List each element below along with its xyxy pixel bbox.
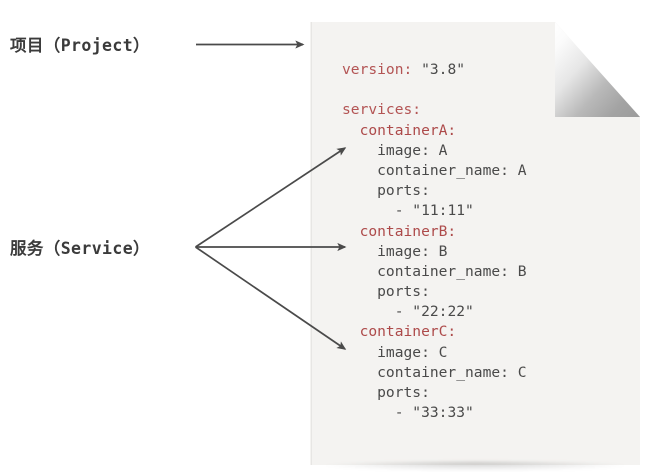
yaml-document: version: "3.8" services: containerA: ima… [310,22,640,471]
yaml-key: container_name: [342,363,509,381]
yaml-key: ports: [342,283,430,301]
yaml-line: container_name: C [342,363,527,383]
label-service: 服务（Service） [10,239,150,258]
yaml-line [342,80,527,100]
folded-corner-icon [555,22,640,117]
yaml-key: ports: [342,182,430,200]
yaml-line: - "33:33" [342,403,527,423]
yaml-line: - "11:11" [342,201,527,221]
yaml-code-block: version: "3.8" services: containerA: ima… [342,60,527,423]
yaml-line: ports: [342,181,527,201]
label-project: 项目（Project） [10,36,150,55]
yaml-value: "3.8" [412,61,466,78]
yaml-value: C [429,343,448,361]
yaml-value: C [508,363,527,381]
yaml-value: "33:33" [403,404,474,422]
yaml-key: - [342,303,404,321]
yaml-key: container_name: [342,262,509,280]
yaml-line: containerA: [342,121,527,141]
yaml-key: image: [342,141,430,159]
yaml-key: - [342,202,404,220]
yaml-key: version: [342,61,413,78]
yaml-line: ports: [342,383,527,403]
yaml-line: services: [342,100,527,120]
yaml-line: containerB: [342,222,527,242]
yaml-value: A [429,141,448,159]
yaml-key: container_name: [342,161,509,179]
yaml-line: image: C [342,343,527,363]
yaml-line: container_name: B [342,262,527,282]
yaml-value: A [508,161,527,179]
yaml-service-name: containerB: [342,222,457,240]
yaml-key: services: [342,101,422,119]
yaml-service-name: containerC: [342,323,457,341]
yaml-line: - "22:22" [342,302,527,322]
yaml-key: image: [342,242,430,260]
yaml-value: "22:22" [403,303,474,321]
yaml-value: B [429,242,448,260]
yaml-line: container_name: A [342,161,527,181]
yaml-line: image: B [342,242,527,262]
yaml-key: image: [342,343,430,361]
yaml-key: ports: [342,384,430,401]
yaml-value: B [508,262,527,280]
yaml-service-name: containerA: [342,121,457,139]
yaml-line: image: A [342,141,527,161]
yaml-line: version: "3.8" [342,60,527,80]
yaml-line: containerC: [342,322,527,342]
yaml-value: "11:11" [403,202,474,220]
paper-bottom-shadow [316,462,634,471]
yaml-key: - [342,404,404,422]
paper-left-edge [311,22,312,465]
yaml-line: ports: [342,282,527,302]
